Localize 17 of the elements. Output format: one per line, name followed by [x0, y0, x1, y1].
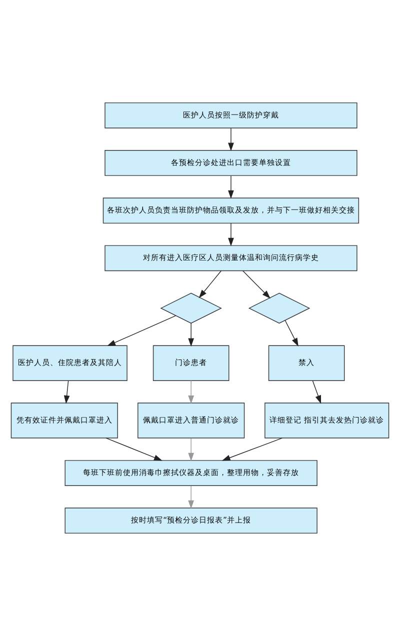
arrow	[188, 322, 194, 346]
arrow	[107, 314, 176, 346]
arrow	[188, 380, 194, 404]
arrow	[228, 222, 234, 246]
arrow	[198, 270, 222, 298]
arrow	[228, 127, 234, 151]
arrow	[228, 174, 234, 198]
arrow	[312, 380, 322, 404]
arrow	[64, 380, 70, 404]
arrow	[188, 437, 194, 461]
arrow	[242, 270, 270, 298]
node-diamond	[248, 292, 310, 324]
arrow	[188, 485, 194, 508]
node-diamond	[160, 292, 222, 324]
arrow	[106, 437, 162, 460]
arrow	[222, 437, 283, 460]
arrow	[284, 320, 298, 346]
